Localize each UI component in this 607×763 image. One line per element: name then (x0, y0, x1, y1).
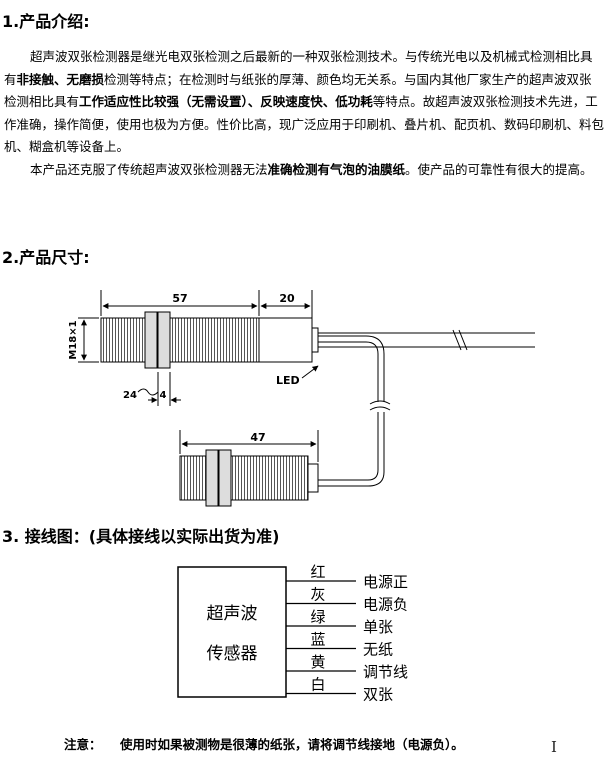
wire-color: 红 (310, 563, 325, 581)
bottom-sensor-body (179, 449, 319, 507)
dim-thread: M18×1 (68, 320, 79, 359)
dim-nut-thickness: 4 (160, 390, 167, 401)
section-2-heading: 2.产品尺寸: (2, 248, 90, 267)
text-run: 非接触、无磨损 (16, 71, 105, 87)
dim-nut: 24 (123, 390, 137, 401)
wire-color: 白 (310, 676, 325, 694)
text-run: 等特点。故超声波双张检测技术先进，工作准确，操作简便，使用也极为方便。性价比高，… (4, 94, 605, 154)
wire-function: 双张 (363, 686, 393, 704)
sensor-label-2: 传感器 (207, 644, 258, 664)
note-text: 使用时如果被测物是很薄的纸张，请将调节线接地（电源负）。 (120, 737, 464, 752)
text-run: 工作适应性比较强（无需设置）、反映速度快、低功耗 (79, 94, 373, 109)
text-cursor-icon: I (551, 738, 557, 756)
dim-20: 20 (279, 292, 295, 305)
text-run: 。使产品的可靠性有很大的提高。 (405, 161, 593, 177)
wire-color: 灰 (310, 586, 325, 604)
wire-function: 电源正 (363, 573, 408, 591)
text-run: 准确检测有气泡的油膜纸 (267, 161, 406, 177)
wire-function: 单张 (363, 618, 393, 636)
section-3-heading: 3. 接线图：(具体接线以实际出货为准) (2, 527, 280, 546)
text-run: 检测等特点；在检测时与纸张的厚薄、颜色均无关系。与国内其他厂家生产的超声波双张检… (4, 71, 592, 110)
text-run: 本产品还克服了传统超声波双张检测器无法 (30, 161, 268, 177)
intro-paragraph-1: 超声波双张检测器是继光电双张检测之后最新的一种双张检测技术。与传统光电以及机械式… (4, 46, 604, 159)
intro-paragraphs: 超声波双张检测器是继光电双张检测之后最新的一种双张检测技术。与传统光电以及机械式… (4, 46, 604, 177)
dim-47: 47 (250, 431, 265, 444)
text-run: 超声波双张检测器是继光电双张检测之后最新的一种双张检测技术。与传统光电以及机械式… (4, 49, 593, 87)
led-label: LED (276, 374, 300, 387)
wire-function: 调节线 (363, 663, 408, 681)
intro-paragraph-2: 本产品还克服了传统超声波双张检测器无法准确检测有气泡的油膜纸。使产品的可靠性有很… (4, 161, 604, 177)
dim-57: 57 (172, 292, 187, 305)
wire-color: 绿 (310, 608, 325, 626)
section-1-heading: 1.产品介绍: (2, 12, 90, 31)
wire-color: 黄 (310, 653, 325, 671)
wire-function: 电源负 (363, 596, 408, 614)
sensor-label-1: 超声波 (207, 604, 258, 624)
wire-color: 蓝 (310, 631, 325, 649)
top-sensor-body (100, 311, 535, 487)
wire-function: 无纸 (363, 641, 393, 659)
note-label: 注意： (64, 737, 102, 752)
